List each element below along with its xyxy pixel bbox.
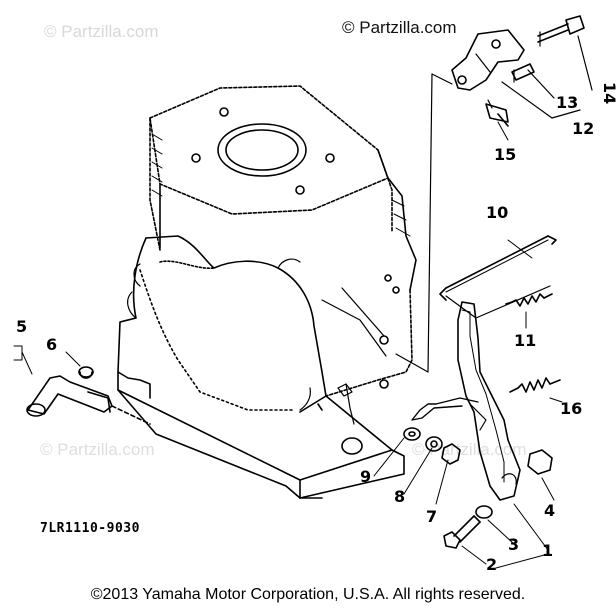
callout-11: 11 xyxy=(514,331,536,350)
spring-11 xyxy=(505,293,553,307)
link-rod xyxy=(439,235,557,301)
callout-10: 10 xyxy=(486,203,508,222)
washer-9 xyxy=(403,427,421,441)
callout-15: 15 xyxy=(494,145,516,164)
callout-7: 7 xyxy=(426,507,437,526)
callout-labels: 5 6 10 11 16 4 9 8 7 3 2 1 15 13 12 14 xyxy=(16,82,616,574)
bolt-15 xyxy=(485,99,509,127)
callout-14: 14 xyxy=(600,82,616,104)
callout-5: 5 xyxy=(16,317,27,336)
bolt-14 xyxy=(537,15,585,47)
callout-1: 1 xyxy=(542,541,553,560)
callout-12: 12 xyxy=(572,119,594,138)
washer-3 xyxy=(475,505,493,519)
bolt-2 xyxy=(443,515,481,549)
engine-crankcase xyxy=(117,85,417,499)
callout-16: 16 xyxy=(560,399,582,418)
breather-pipe xyxy=(26,375,151,425)
nut-4 xyxy=(527,449,553,475)
callout-8: 8 xyxy=(394,487,405,506)
nut-7 xyxy=(441,443,461,465)
copyright-footer: ©2013 Yamaha Motor Corporation, U.S.A. A… xyxy=(90,586,526,603)
partzilla-watermark-bottom-right: © Partzilla.com xyxy=(412,440,527,459)
callout-13: 13 xyxy=(556,93,578,112)
callout-2: 2 xyxy=(486,555,497,574)
callout-3: 3 xyxy=(508,535,519,554)
partzilla-watermark-bottom-left: © Partzilla.com xyxy=(40,440,155,459)
partzilla-brand-watermark: © Partzilla.com xyxy=(342,18,457,37)
callout-6: 6 xyxy=(46,335,57,354)
throttle-bracket xyxy=(451,29,525,91)
hose-clamp xyxy=(78,366,94,379)
partzilla-watermark-top-left: © Partzilla.com xyxy=(44,22,159,41)
callout-4: 4 xyxy=(544,501,555,520)
diagram-part-code: 7LR1110-9030 xyxy=(40,521,140,536)
governor-lever xyxy=(411,301,521,501)
spring-16 xyxy=(509,377,561,393)
callout-9: 9 xyxy=(360,467,371,486)
callout-leaders xyxy=(13,121,563,569)
screw-13 xyxy=(511,63,535,83)
washer-8 xyxy=(425,436,443,452)
